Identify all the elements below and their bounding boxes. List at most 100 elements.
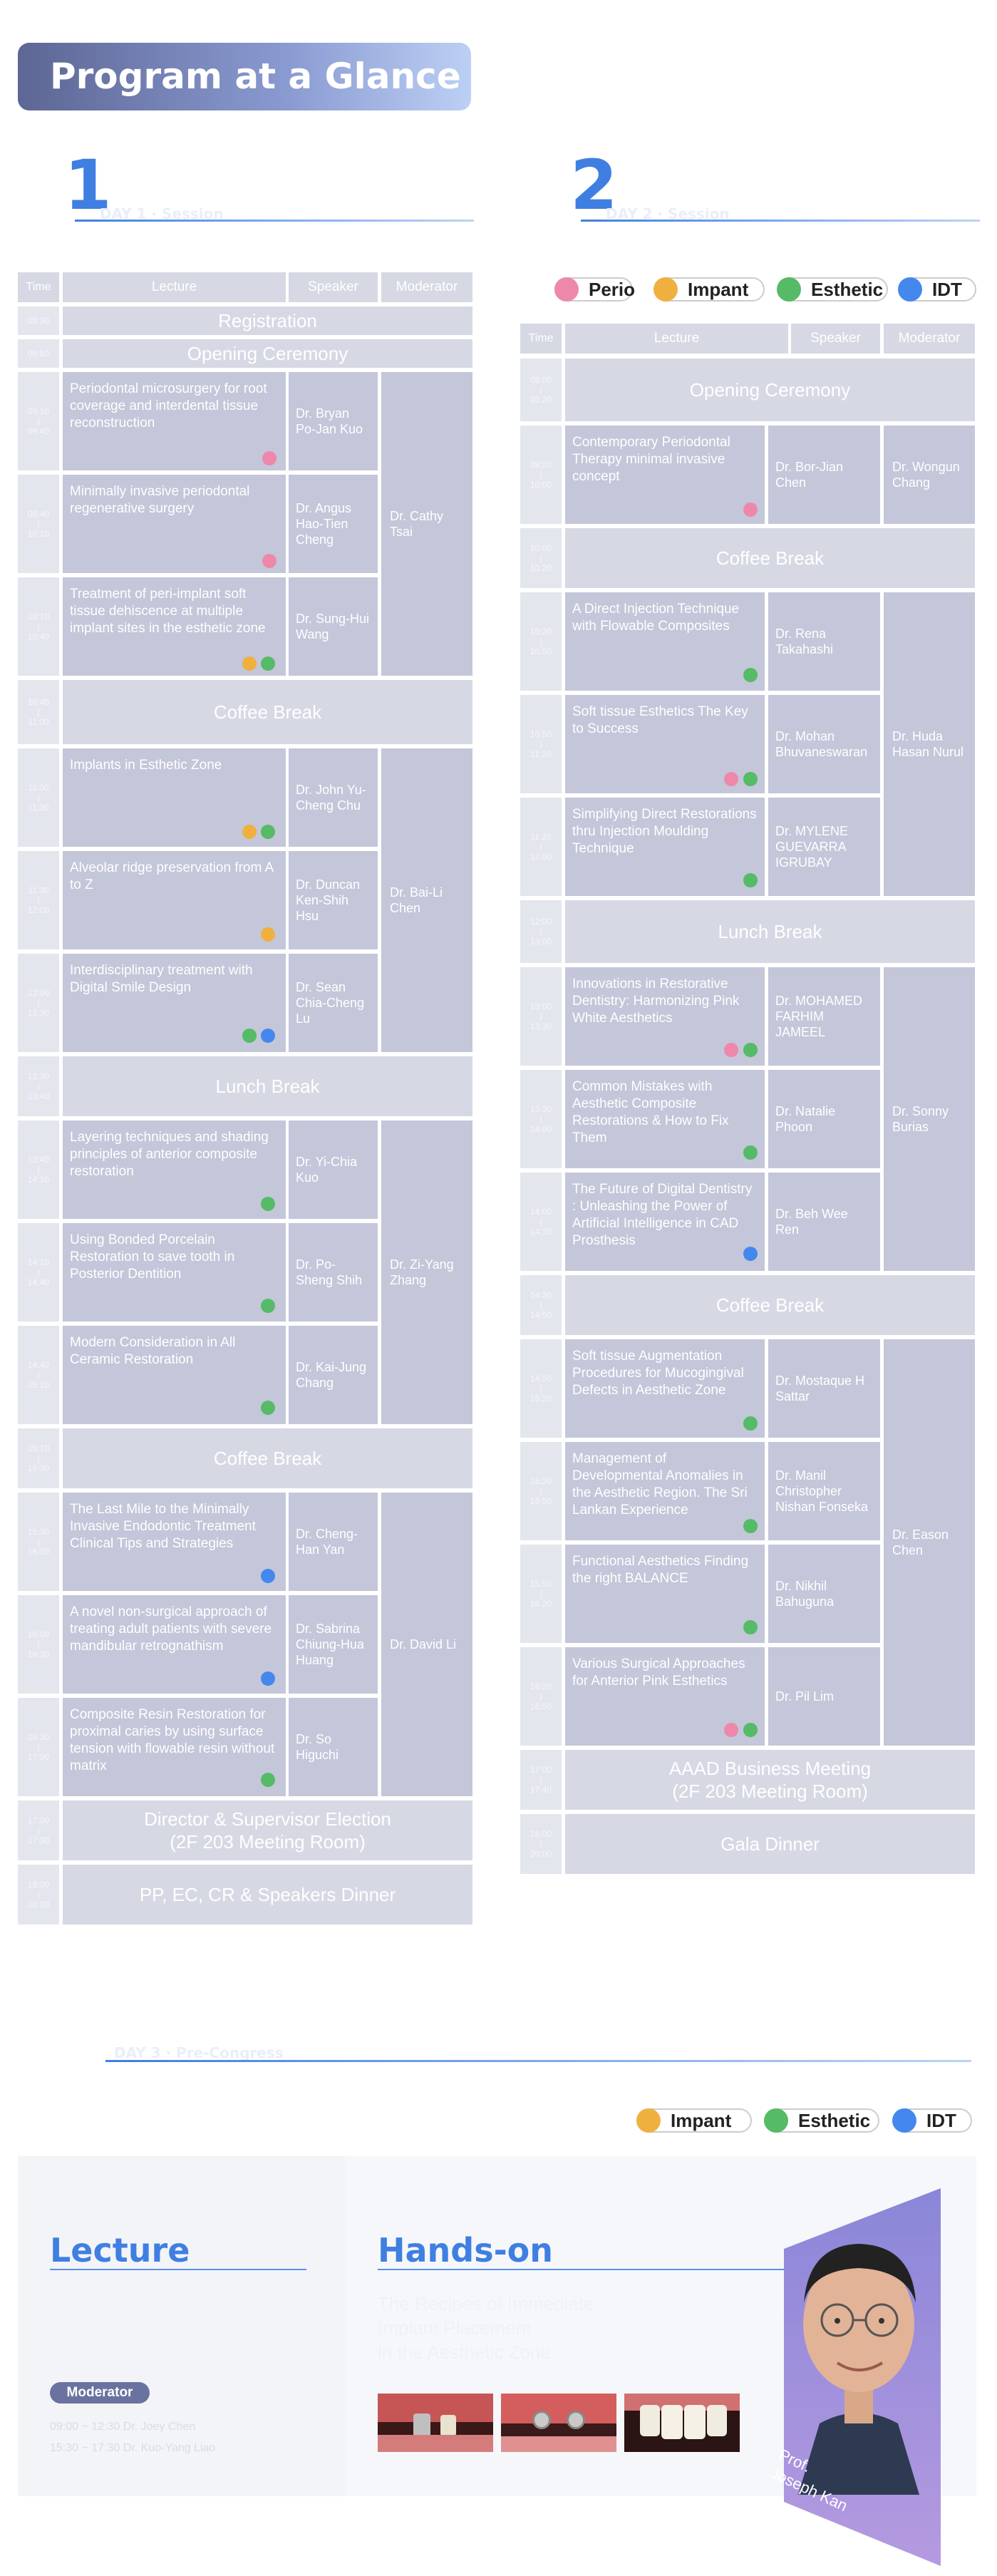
day2-opening-ceremony: Opening Ceremony bbox=[565, 359, 975, 421]
day1-time-slot: 15:10 | 15:30 bbox=[18, 1428, 59, 1488]
day1-speaker: Dr. Cheng-Han Yan bbox=[289, 1493, 378, 1591]
esthetic-tag-dot bbox=[261, 1197, 275, 1211]
day2-time-slot: 09:00 | 09:20 bbox=[520, 359, 562, 421]
lecture-panel bbox=[18, 2156, 346, 2496]
day1-dinner: PP, EC, CR & Speakers Dinner bbox=[63, 1865, 472, 1925]
day1-speaker: Dr. John Yu-Cheng Chu bbox=[289, 748, 378, 847]
esthetic-tag-dot bbox=[261, 825, 275, 839]
esthetic-tag-dot bbox=[743, 1620, 758, 1634]
page-title-banner: Program at a Glance bbox=[18, 43, 471, 110]
day2-time-slot: 13:30 | 14:00 bbox=[520, 1070, 562, 1168]
day1-time-slot: 11:00 | 11:30 bbox=[18, 748, 59, 847]
implant-tag-dot bbox=[261, 927, 275, 942]
day2-time-slot: 10:00 | 10:20 bbox=[520, 528, 562, 588]
esthetic-tag-dot bbox=[743, 1416, 758, 1431]
legend-implant: Impant bbox=[636, 2108, 752, 2133]
day1-speaker: Dr. Po-Sheng Shih bbox=[289, 1223, 378, 1322]
day2-lecture: A Direct Injection Technique with Flowab… bbox=[565, 592, 765, 691]
day2-lecture: Functional Aesthetics Finding the right … bbox=[565, 1545, 765, 1643]
day1-number: 1 bbox=[64, 145, 112, 225]
day2-underline bbox=[581, 220, 980, 222]
day2-time-slot: 13:00 | 13:30 bbox=[520, 967, 562, 1066]
day1-speaker: Dr. So Higuchi bbox=[289, 1698, 378, 1796]
perio-tag-dot bbox=[743, 503, 758, 517]
day2-lecture: Soft tissue Augmentation Procedures for … bbox=[565, 1339, 765, 1438]
esthetic-tag-dot bbox=[743, 1519, 758, 1533]
day2-speaker: Dr. Rena Takahashi bbox=[768, 592, 880, 691]
day2-number: 2 bbox=[570, 145, 618, 225]
day1-time-slot: 17:00 | 17:30 bbox=[18, 1800, 59, 1860]
day1-time-slot: 14:40 | 15:10 bbox=[18, 1326, 59, 1424]
perio-tag-dot bbox=[262, 451, 277, 465]
esthetic-tag-dot bbox=[743, 873, 758, 887]
day1-opening-ceremony: Opening Ceremony bbox=[63, 339, 472, 368]
day1-header-moderator: Moderator bbox=[381, 272, 472, 302]
handson-heading: Hands-on bbox=[378, 2231, 554, 2270]
day2-header-time: Time bbox=[520, 324, 562, 354]
day2-time-slot: 10:50 | 11:20 bbox=[520, 695, 562, 793]
day2-lecture: Contemporary Periodontal Therapy minimal… bbox=[565, 426, 765, 524]
day1-lecture: The Last Mile to the Minimally Invasive … bbox=[63, 1493, 286, 1591]
dental-photo-3 bbox=[624, 2394, 740, 2452]
day1-time-slot: 09:10 | 09:40 bbox=[18, 372, 59, 470]
legend-esthetic: Esthetic bbox=[764, 2108, 879, 2133]
perio-tag-dot bbox=[724, 772, 738, 786]
day1-moderator: Dr. Cathy Tsai bbox=[381, 372, 472, 676]
day1-election: Director & Supervisor Election (2F 203 M… bbox=[63, 1800, 472, 1860]
day2-lecture: The Future of Digital Dentistry : Unleas… bbox=[565, 1173, 765, 1271]
day2-business-meeting: AAAD Business Meeting (2F 203 Meeting Ro… bbox=[565, 1750, 975, 1810]
day2-time-slot: 11:20 | 12:00 bbox=[520, 798, 562, 896]
handson-heading-underline bbox=[378, 2269, 791, 2270]
day1-time-slot: 08:30 bbox=[18, 306, 59, 335]
day1-time-slot: 10:10 | 10:40 bbox=[18, 577, 59, 676]
esthetic-tag-dot bbox=[743, 772, 758, 786]
day2-speaker: Dr. Mostaque H Sattar bbox=[768, 1339, 880, 1438]
day1-lecture: A novel non-surgical approach of treatin… bbox=[63, 1595, 286, 1694]
legend-perio: Perio bbox=[554, 277, 635, 302]
day1-speaker: Dr. Sung-Hui Wang bbox=[289, 577, 378, 676]
day1-speaker: Dr. Angus Hao-Tien Cheng bbox=[289, 475, 378, 573]
day2-moderator: Dr. Wongun Chang bbox=[884, 426, 975, 524]
day1-lecture: Interdisciplinary treatment with Digital… bbox=[63, 954, 286, 1052]
esthetic-tag-dot bbox=[261, 1401, 275, 1415]
day2-header-speaker: Speaker bbox=[791, 324, 880, 354]
day2-time-slot: 14:50 | 15:20 bbox=[520, 1339, 562, 1438]
lecture-heading: Lecture bbox=[50, 2231, 190, 2270]
esthetic-tag-dot bbox=[743, 1723, 758, 1737]
day1-moderator: Dr. Bai-Li Chen bbox=[381, 748, 472, 1052]
day2-moderator: Dr. Sonny Burias bbox=[884, 967, 975, 1271]
day3-subtitle: DAY 3 · Pre-Congress bbox=[114, 2044, 284, 2061]
day1-lecture: Alveolar ridge preservation from A to Z bbox=[63, 851, 286, 949]
day1-time-slot: 18:00 | 20:00 bbox=[18, 1865, 59, 1925]
day1-speaker: Dr. Duncan Ken-Shih Hsu bbox=[289, 851, 378, 949]
day1-speaker: Dr. Kai-Jung Chang bbox=[289, 1326, 378, 1424]
day1-lecture: Layering techniques and shading principl… bbox=[63, 1120, 286, 1219]
idt-tag-dot bbox=[261, 1029, 275, 1043]
day1-header-time: Time bbox=[18, 272, 59, 302]
day2-time-slot: 10:20 | 10:50 bbox=[520, 592, 562, 691]
day1-header-speaker: Speaker bbox=[289, 272, 378, 302]
day1-time-slot: 12:30 | 13:40 bbox=[18, 1056, 59, 1116]
day2-lecture: Common Mistakes with Aesthetic Composite… bbox=[565, 1070, 765, 1168]
day2-time-slot: 14:00 | 14:30 bbox=[520, 1173, 562, 1271]
legend-idt: IDT bbox=[892, 2108, 972, 2133]
day2-speaker: Dr. Manil Christopher Nishan Fonseka bbox=[768, 1442, 880, 1540]
day1-time-slot: 15:30 | 16:00 bbox=[18, 1493, 59, 1591]
day1-speaker: Dr. Sean Chia-Cheng Lu bbox=[289, 954, 378, 1052]
esthetic-tag-dot bbox=[242, 1029, 257, 1043]
day1-lecture: Modern Consideration in All Ceramic Rest… bbox=[63, 1326, 286, 1424]
day1-header-lecture: Lecture bbox=[63, 272, 286, 302]
day1-speaker: Dr. Sabrina Chiung-Hua Huang bbox=[289, 1595, 378, 1694]
day1-time-slot: 08:50 bbox=[18, 339, 59, 368]
day2-speaker: Dr. Nikhil Bahuguna bbox=[768, 1545, 880, 1643]
day1-time-slot: 16:30 | 17:00 bbox=[18, 1698, 59, 1796]
day2-header-lecture: Lecture bbox=[565, 324, 788, 354]
day2-moderator: Dr. Eason Chen bbox=[884, 1339, 975, 1746]
day2-lunch-break: Lunch Break bbox=[565, 900, 975, 963]
idt-tag-dot bbox=[743, 1247, 758, 1261]
esthetic-tag-dot bbox=[261, 1773, 275, 1787]
day2-moderator: Dr. Huda Hasan Nurul bbox=[884, 592, 975, 896]
day2-speaker: Dr. Bor-Jian Chen bbox=[768, 426, 880, 524]
day1-speaker: Dr. Bryan Po-Jan Kuo bbox=[289, 372, 378, 470]
